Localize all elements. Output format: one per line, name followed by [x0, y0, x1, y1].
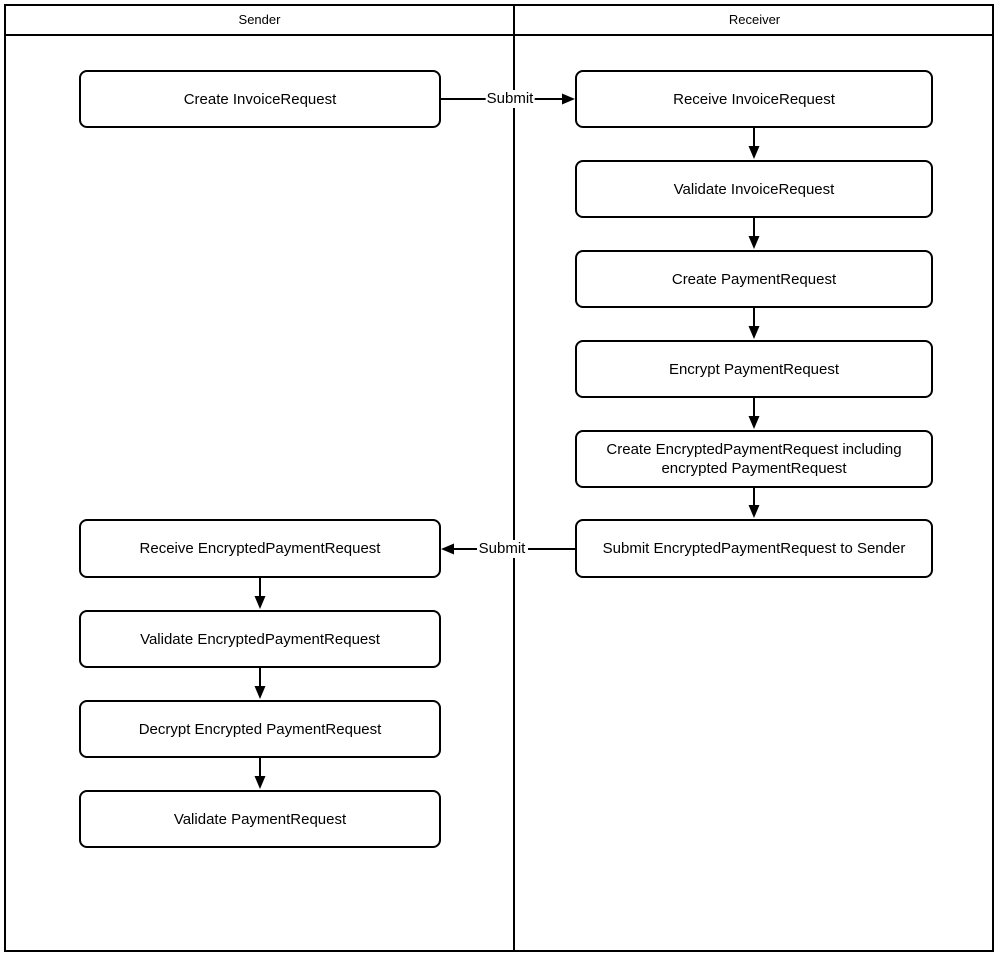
edge-arrowhead-down	[748, 236, 760, 249]
edge-arrowhead-right	[562, 93, 575, 105]
edge-arrowhead-down	[254, 776, 266, 789]
edge-receive-to-validate-invoice	[748, 128, 760, 159]
diagram-frame	[4, 4, 994, 952]
edge-arrowhead-down	[748, 146, 760, 159]
node-validate-invoicerequest: Validate InvoiceRequest	[575, 160, 933, 218]
edge-validate-invoice-to-create-payment	[748, 218, 760, 249]
edge-label-submit-invoice: Submit	[485, 90, 535, 108]
node-create-encryptedpaymentrequest: Create EncryptedPaymentRequest including…	[575, 430, 933, 488]
edge-decrypt-to-validate-payment	[254, 758, 266, 789]
node-encrypt-paymentrequest: Encrypt PaymentRequest	[575, 340, 933, 398]
edge-arrowhead-down	[254, 596, 266, 609]
edge-arrowhead-down	[748, 326, 760, 339]
lane-header-receiver: Receiver	[728, 11, 781, 27]
lane-header-separator	[4, 34, 994, 36]
edge-encrypt-to-create-encrypted	[748, 398, 760, 429]
edge-arrowhead-down	[254, 686, 266, 699]
node-receive-encryptedpaymentrequest: Receive EncryptedPaymentRequest	[79, 519, 441, 578]
node-validate-paymentrequest: Validate PaymentRequest	[79, 790, 441, 848]
edge-arrowhead-left	[441, 543, 454, 555]
edge-arrowhead-down	[748, 505, 760, 518]
node-decrypt-encrypted-paymentrequest: Decrypt Encrypted PaymentRequest	[79, 700, 441, 758]
node-receive-invoicerequest: Receive InvoiceRequest	[575, 70, 933, 128]
lane-header-sender: Sender	[238, 11, 281, 27]
edge-receive-to-validate-encrypted	[254, 578, 266, 609]
node-create-invoicerequest: Create InvoiceRequest	[79, 70, 441, 128]
edge-create-to-encrypt-payment	[748, 308, 760, 339]
edge-submit-invoicerequest	[441, 93, 575, 105]
lane-divider	[513, 4, 515, 952]
edge-submit-encryptedpaymentrequest	[441, 543, 575, 555]
node-submit-encryptedpaymentrequest: Submit EncryptedPaymentRequest to Sender	[575, 519, 933, 578]
node-create-paymentrequest: Create PaymentRequest	[575, 250, 933, 308]
edge-label-submit-encrypted: Submit	[477, 540, 527, 558]
edge-arrowhead-down	[748, 416, 760, 429]
node-validate-encryptedpaymentrequest: Validate EncryptedPaymentRequest	[79, 610, 441, 668]
edge-create-encrypted-to-submit	[748, 488, 760, 518]
edge-validate-encrypted-to-decrypt	[254, 668, 266, 699]
